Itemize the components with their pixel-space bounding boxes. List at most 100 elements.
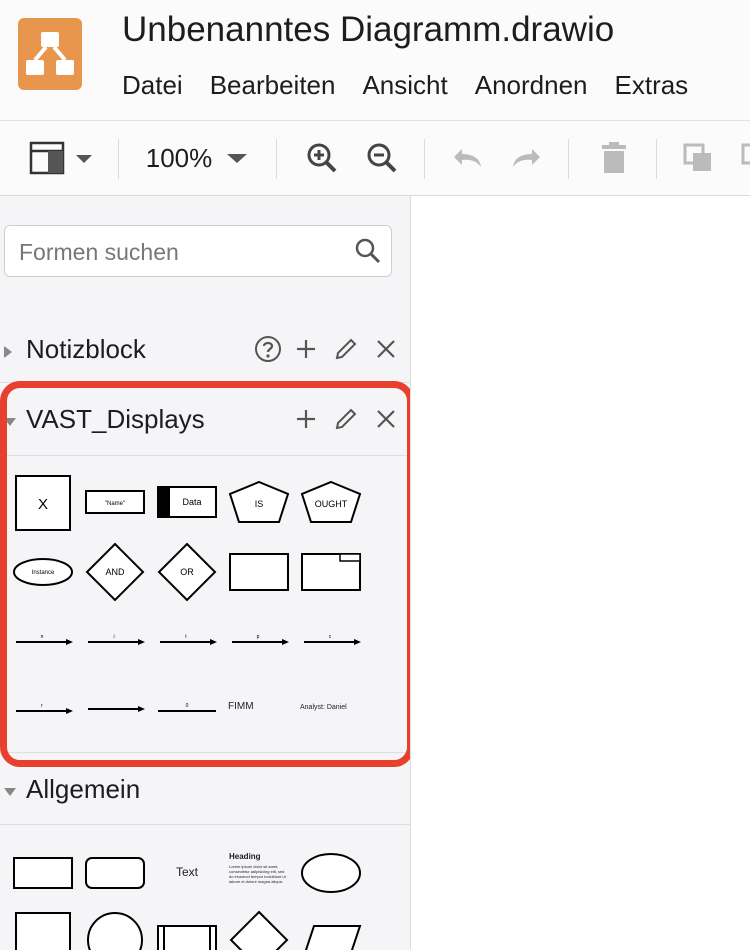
shape-general-square[interactable]: [14, 911, 72, 950]
edge-p-graphic: p: [232, 634, 289, 645]
drawio-logo[interactable]: [18, 18, 82, 90]
diagram-canvas[interactable]: [411, 196, 750, 950]
x-box-label: X: [38, 496, 48, 513]
shape-general-parallelogram[interactable]: [300, 924, 362, 950]
edge-c-label: c: [329, 634, 332, 640]
shape-general-rounded-rectangle[interactable]: [84, 856, 146, 890]
library-header-allgemein[interactable]: Allgemein: [0, 766, 410, 816]
document-title[interactable]: Unbenanntes Diagramm.drawio: [122, 10, 615, 49]
heading-body: Lorem ipsum dolor sit amet, consectetur …: [229, 864, 286, 884]
note-rectangle-graphic: [301, 553, 361, 591]
shape-note-rectangle[interactable]: [300, 552, 362, 592]
zoom-in-button[interactable]: [304, 121, 340, 195]
shape-and-diamond[interactable]: AND: [85, 542, 145, 602]
toolbar-separator: [656, 139, 657, 179]
drawio-logo-icon: [26, 32, 74, 75]
search-icon[interactable]: [355, 238, 381, 264]
add-button[interactable]: [291, 334, 321, 364]
menu-anordnen[interactable]: Anordnen: [474, 70, 588, 100]
delete-button[interactable]: [596, 121, 632, 195]
menu-ansicht[interactable]: Ansicht: [362, 70, 448, 100]
library-header-vast-displays[interactable]: VAST_Displays: [0, 396, 410, 446]
chevron-down-icon: [227, 154, 248, 163]
toolbar-separator: [568, 139, 569, 179]
edge-p-label: p: [257, 634, 260, 640]
library-title: VAST_Displays: [26, 404, 205, 434]
shape-general-ellipse[interactable]: [300, 851, 362, 895]
general-ellipse-graphic: [301, 853, 361, 893]
close-button[interactable]: [371, 404, 401, 434]
shape-general-circle[interactable]: [86, 911, 144, 950]
pencil-icon: [335, 338, 357, 360]
edge-n-label: n: [41, 634, 44, 640]
shape-edge-p[interactable]: p: [230, 632, 290, 648]
shape-or-diamond[interactable]: OR: [157, 542, 217, 602]
shape-data-box[interactable]: Data: [156, 485, 218, 519]
is-pentagon-graphic: IS: [228, 480, 290, 523]
format-panel-button[interactable]: [26, 121, 96, 195]
undo-button[interactable]: [448, 121, 486, 195]
name-box-label: "Name": [105, 501, 125, 507]
data-box-graphic: Data: [157, 486, 217, 518]
close-button[interactable]: [371, 334, 401, 364]
help-button[interactable]: [253, 334, 283, 364]
shape-edge-zero[interactable]: 0: [156, 701, 218, 717]
shape-general-rectangle[interactable]: [12, 856, 74, 890]
shape-general-diamond[interactable]: [229, 910, 289, 950]
to-front-button[interactable]: [680, 121, 716, 195]
divider: [0, 824, 410, 825]
edit-button[interactable]: [331, 404, 361, 434]
shape-general-text[interactable]: Text: [175, 865, 198, 879]
shape-analyst-text[interactable]: Analyst: Daniel: [300, 704, 347, 711]
shape-instance-ellipse[interactable]: Instance: [12, 556, 74, 588]
edge-zero-graphic: 0: [158, 703, 216, 712]
shape-edge-r[interactable]: r: [14, 701, 74, 717]
toolbar-separator: [118, 139, 119, 179]
help-icon: [255, 336, 281, 362]
shape-general-heading[interactable]: Heading Lorem ipsum dolor sit amet, cons…: [229, 852, 289, 896]
close-icon: [377, 340, 395, 358]
shape-general-process[interactable]: [156, 924, 218, 950]
redo-button[interactable]: [508, 121, 546, 195]
shape-name-box[interactable]: "Name": [84, 489, 146, 515]
edge-c-graphic: c: [304, 634, 361, 645]
shape-rectangle[interactable]: [228, 552, 290, 592]
menu-bearbeiten[interactable]: Bearbeiten: [209, 70, 336, 100]
heading-title: Heading: [229, 852, 261, 861]
shape-edge-t[interactable]: t: [158, 632, 218, 648]
x-box-graphic: X: [15, 475, 71, 531]
shape-ought-pentagon[interactable]: OUGHT: [300, 480, 362, 524]
divider: [0, 752, 410, 753]
zoom-dropdown[interactable]: 100%: [140, 121, 256, 195]
edge-n-graphic: n: [16, 634, 73, 645]
library-header-notizblock[interactable]: Notizblock: [0, 326, 410, 376]
plus-icon: [297, 340, 315, 358]
zoom-out-icon: [367, 143, 397, 173]
general-rounded-rectangle-graphic: [85, 857, 145, 889]
shape-is-pentagon[interactable]: IS: [228, 480, 290, 524]
menu-extras[interactable]: Extras: [614, 70, 689, 100]
app-header: Unbenanntes Diagramm.drawio Datei Bearbei…: [0, 0, 750, 121]
is-pentagon-label: IS: [255, 499, 264, 509]
add-button[interactable]: [291, 404, 321, 434]
shape-edge-n[interactable]: n: [14, 632, 74, 648]
or-diamond-graphic: OR: [157, 542, 217, 602]
edit-button[interactable]: [331, 334, 361, 364]
shape-edge-i[interactable]: i: [86, 632, 146, 648]
edge-t-label: t: [185, 634, 187, 640]
shape-fimm-text[interactable]: FIMM: [228, 701, 254, 712]
to-back-button[interactable]: [740, 121, 750, 195]
search-input[interactable]: [17, 234, 341, 270]
close-icon: [377, 410, 395, 428]
and-diamond-graphic: AND: [85, 542, 145, 602]
shape-edge-plain[interactable]: [86, 701, 146, 717]
delete-icon: [602, 142, 626, 173]
zoom-out-button[interactable]: [364, 121, 400, 195]
or-diamond-label: OR: [180, 567, 194, 577]
toolbar: 100%: [0, 121, 750, 196]
shape-x-box[interactable]: X: [14, 474, 72, 532]
general-square-graphic: [15, 912, 71, 950]
instance-ellipse-graphic: Instance: [13, 558, 73, 586]
menu-datei[interactable]: Datei: [122, 70, 183, 100]
shape-edge-c[interactable]: c: [302, 632, 362, 648]
